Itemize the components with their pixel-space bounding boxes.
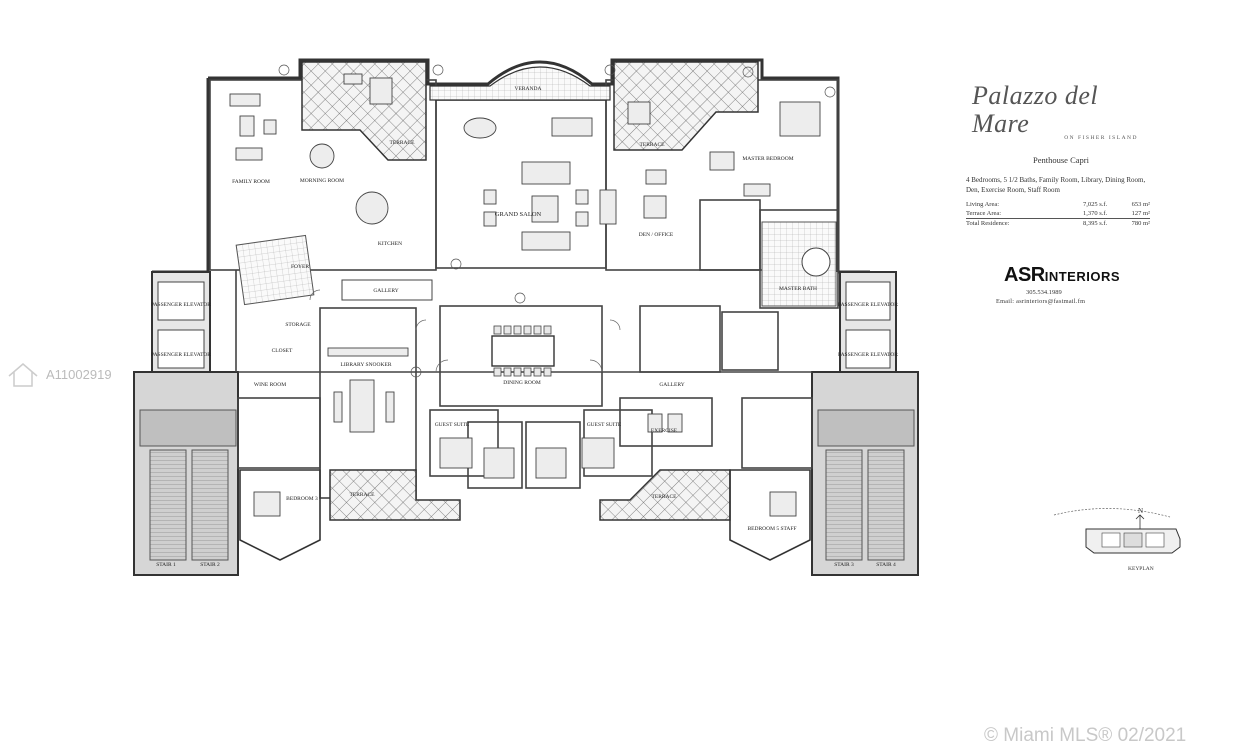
keyplan-diagram: N KEYPLAN bbox=[1053, 507, 1181, 572]
unit-description: 4 Bedrooms, 5 1/2 Baths, Family Room, Li… bbox=[966, 176, 1146, 194]
area-m2: 653 m² bbox=[1131, 201, 1150, 208]
label-den-office: DEN / OFFICE bbox=[639, 232, 674, 238]
foyer-floor bbox=[235, 234, 315, 306]
north-arrow-icon bbox=[1135, 514, 1145, 529]
label-terrace-nw: TERRACE bbox=[389, 140, 415, 146]
area-m2: 780 m² bbox=[1113, 218, 1150, 228]
label-library: LIBRARY SNOOKER bbox=[341, 362, 392, 368]
listing-id: A11002919 bbox=[46, 367, 112, 382]
terrace-ne bbox=[613, 61, 759, 151]
label-storage: STORAGE bbox=[285, 322, 311, 328]
unit-name: Penthouse Capri bbox=[1033, 155, 1089, 165]
label-bedroom-5: BEDROOM 5 STAFF bbox=[747, 526, 796, 532]
house-watermark-icon bbox=[8, 363, 38, 387]
label-elevator-w1: PASSENGER ELEVATOR bbox=[151, 302, 211, 308]
label-terrace-sw: TERRACE bbox=[349, 492, 375, 498]
label-terrace-ne: TERRACE bbox=[639, 142, 665, 148]
east-core bbox=[811, 271, 919, 576]
area-row: Living Area: 7,025 s.f. 653 m² bbox=[966, 200, 1150, 209]
gallery-corridor bbox=[341, 279, 433, 301]
label-master-bath: MASTER BATH bbox=[779, 286, 817, 292]
designer-phone: 305.534.1989 bbox=[1026, 289, 1062, 296]
area-table: Living Area: 7,025 s.f. 653 m² Terrace A… bbox=[966, 200, 1150, 228]
keyplan-north: N bbox=[1138, 507, 1143, 515]
plants bbox=[278, 64, 836, 378]
area-sf: 7,025 s.f. bbox=[1083, 201, 1108, 208]
area-label: Total Residence: bbox=[966, 218, 1053, 228]
bedroom5-bay bbox=[729, 469, 811, 561]
area-label: Living Area: bbox=[966, 201, 1000, 208]
area-sf: 8,395 s.f. bbox=[1052, 218, 1114, 228]
label-guest-suite-1: GUEST SUITE bbox=[435, 422, 470, 428]
label-closet: CLOSET bbox=[272, 348, 293, 354]
dining-table-group bbox=[491, 325, 555, 377]
label-elevator-w2: PASSENGER ELEVATOR bbox=[151, 352, 211, 358]
library-furniture bbox=[327, 347, 409, 433]
room-labels: VERANDA TERRACE TERRACE FAMILY ROOM MORN… bbox=[151, 86, 898, 568]
area-sf: 1,370 s.f. bbox=[1083, 210, 1108, 217]
building-logo-subtext: ON FISHER ISLAND bbox=[1064, 135, 1138, 141]
label-stair-3: STAIR 3 bbox=[834, 562, 854, 568]
label-elevator-e1: PASSENGER ELEVATOR bbox=[838, 302, 898, 308]
label-galley: GALLERY bbox=[659, 382, 684, 388]
label-master-bedroom: MASTER BEDROOM bbox=[742, 156, 793, 162]
veranda bbox=[429, 66, 611, 101]
designer-logo-word: INTERIORS bbox=[1044, 269, 1121, 284]
keyplan-label: KEYPLAN bbox=[1128, 566, 1154, 572]
label-elevator-e2: PASSENGER ELEVATOR bbox=[838, 352, 898, 358]
master-furniture bbox=[599, 101, 821, 225]
designer-email: Email: asrinteriors@fastmail.fm bbox=[996, 298, 1086, 305]
label-terrace-se: TERRACE bbox=[651, 494, 677, 500]
label-stair-1: STAIR 1 bbox=[156, 562, 176, 568]
label-gallery: GALLERY bbox=[373, 288, 398, 294]
terrace-nw bbox=[301, 61, 427, 161]
area-row-total: Total Residence: 8,395 s.f. 780 m² bbox=[966, 218, 1150, 228]
designer-logo-mark: ASR bbox=[1004, 264, 1045, 286]
label-grand-salon: GRAND SALON bbox=[495, 211, 542, 218]
west-core bbox=[133, 271, 239, 576]
info-panel: Palazzo del Mare ON FISHER ISLAND Pentho… bbox=[966, 82, 1156, 228]
label-stair-4: STAIR 4 bbox=[876, 562, 896, 568]
label-morning-room: MORNING ROOM bbox=[300, 178, 344, 184]
label-wine-room: WINE ROOM bbox=[254, 382, 286, 388]
label-guest-suite-2: GUEST SUITE bbox=[587, 422, 622, 428]
doors bbox=[309, 289, 621, 373]
area-row: Terrace Area: 1,370 s.f. 127 m² bbox=[966, 209, 1150, 219]
bedroom3-bay bbox=[239, 469, 321, 561]
mls-copyright: © Miami MLS® 02/2021 bbox=[984, 725, 1187, 746]
area-m2: 127 m² bbox=[1131, 210, 1150, 217]
terrace-sw bbox=[329, 469, 461, 521]
label-kitchen: KITCHEN bbox=[378, 241, 402, 247]
salon-furniture bbox=[463, 117, 593, 251]
label-dining-room: DINING ROOM bbox=[503, 380, 541, 386]
label-stair-2: STAIR 2 bbox=[200, 562, 220, 568]
area-label: Terrace Area: bbox=[966, 210, 1002, 217]
label-exercise: EXERCISE bbox=[651, 428, 678, 434]
label-foyer: FOYER bbox=[291, 264, 309, 270]
family-furniture bbox=[229, 73, 393, 225]
label-veranda: VERANDA bbox=[515, 86, 542, 92]
designer-logo: ASRINTERIORS bbox=[1004, 264, 1120, 287]
master-tub bbox=[801, 247, 831, 277]
label-family-room: FAMILY ROOM bbox=[232, 179, 270, 185]
beds bbox=[253, 413, 797, 517]
label-bedroom-3: BEDROOM 3 bbox=[286, 496, 318, 502]
building-logo: Palazzo del Mare bbox=[972, 81, 1099, 138]
